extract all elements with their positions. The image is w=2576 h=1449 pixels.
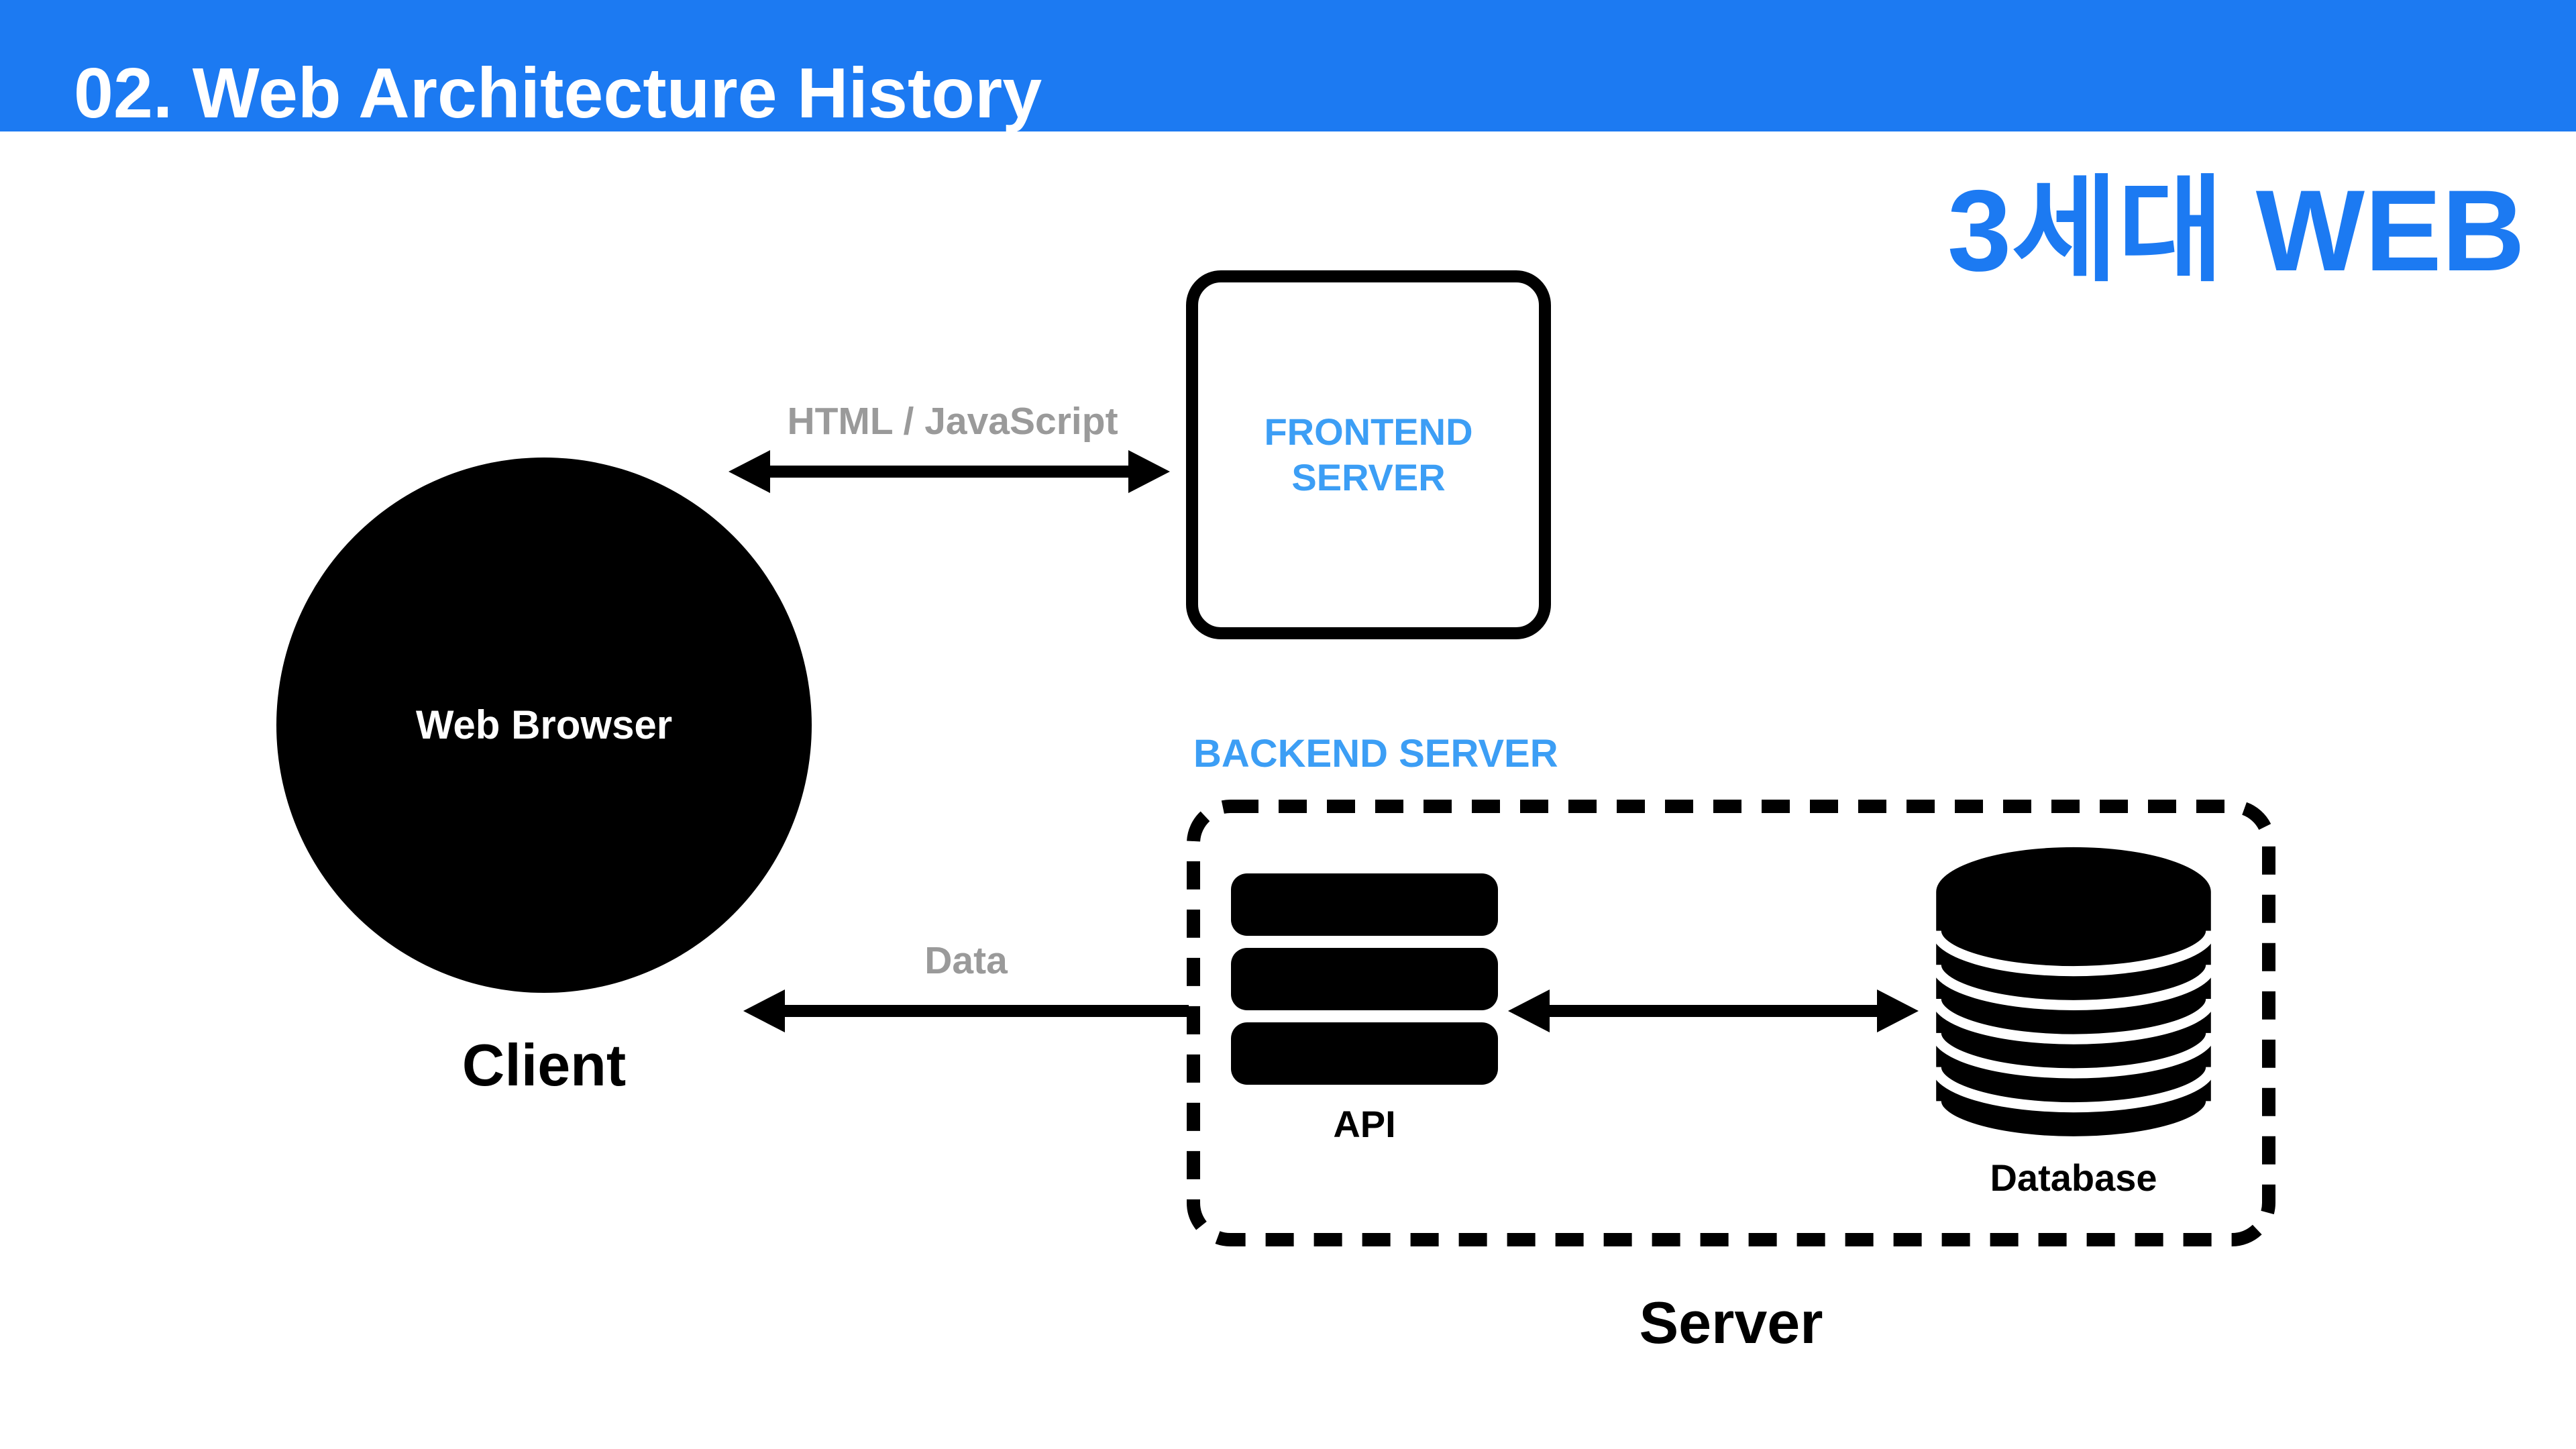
arrow-head-left — [743, 989, 785, 1032]
client-circle: Web Browser — [276, 458, 812, 993]
web-browser-label: Web Browser — [415, 702, 673, 747]
database-separator — [1931, 930, 2216, 977]
database-separator — [1931, 998, 2216, 1044]
api-bar — [1231, 1022, 1498, 1085]
api-database-bidirectional-arrow-icon — [1508, 989, 1919, 1032]
client-frontend-bidirectional-arrow-icon — [729, 450, 1170, 493]
dashed-border — [1187, 800, 2275, 1246]
html-js-edge-label: HTML / JavaScript — [787, 400, 1118, 443]
api-bar — [1231, 873, 1498, 936]
backend-server-title: BACKEND SERVER — [1193, 732, 1558, 775]
backend-client-left-arrow-icon — [743, 989, 1189, 1032]
database-cylinder-icon — [1931, 847, 2216, 1146]
api-bar — [1231, 948, 1498, 1010]
arrow-head-left — [1508, 989, 1550, 1032]
database-separator — [1931, 1100, 2216, 1146]
arrow-head-left — [729, 450, 770, 493]
server-caption: Server — [1639, 1289, 1823, 1356]
database-separator — [1931, 1032, 2216, 1079]
database-separator — [1931, 1066, 2216, 1113]
data-edge-label: Data — [924, 939, 1008, 982]
frontend-server-label-line1: FRONTEND — [1264, 411, 1473, 453]
frontend-server-label-line2: SERVER — [1291, 456, 1446, 498]
api-label: API — [1333, 1103, 1396, 1145]
api-stack-icon — [1231, 873, 1498, 1085]
frontend-server-box: FRONTEND SERVER — [1186, 270, 1551, 639]
database-separator — [1931, 964, 2216, 1010]
header-bar: 02. Web Architecture History — [0, 0, 2576, 131]
arrow-head-right — [1128, 450, 1170, 493]
generation-headline: 3세대 WEB — [1947, 166, 2525, 295]
frontend-server-label: FRONTEND SERVER — [1264, 409, 1472, 500]
slide-title: 02. Web Architecture History — [74, 54, 1042, 131]
arrow-head-right — [1877, 989, 1919, 1032]
backend-server-dashed-box — [1187, 800, 2275, 1246]
client-caption: Client — [462, 1032, 627, 1098]
database-label: Database — [1990, 1157, 2157, 1199]
